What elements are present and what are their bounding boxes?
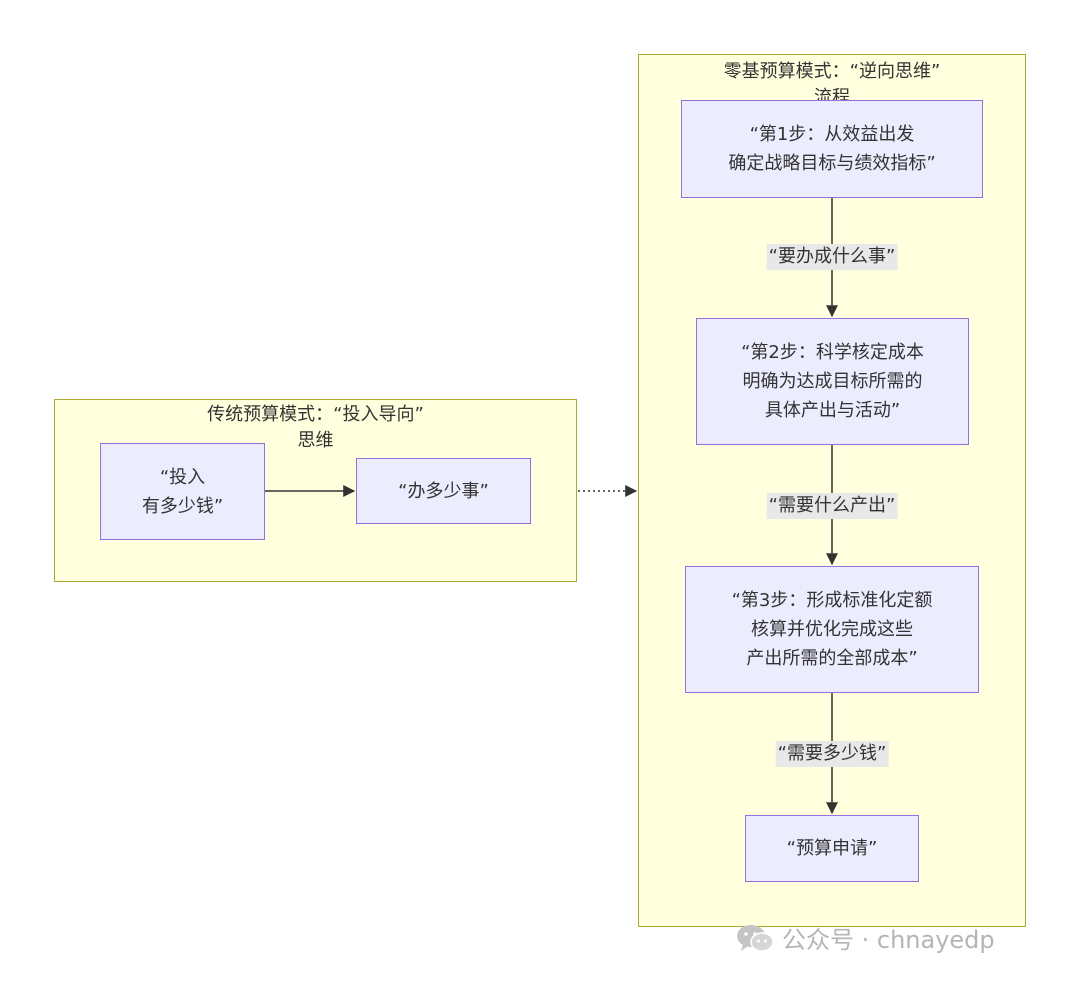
node-step2: “第2步：科学核定成本 明确为达成目标所需的 具体产出与活动” xyxy=(696,318,969,445)
node-do-things: “办多少事” xyxy=(356,458,531,524)
traditional-budget-cluster-title: 传统预算模式：“投入导向” 思维 xyxy=(207,404,424,451)
node-step1: “第1步：从效益出发 确定战略目标与绩效指标” xyxy=(681,100,983,198)
node-budget-request: “预算申请” xyxy=(745,815,919,882)
edge-label-what-output: “需要什么产出” xyxy=(766,493,898,519)
node-input-money: “投入 有多少钱” xyxy=(100,443,265,540)
watermark-text: 公众号 · chnayedp xyxy=(782,926,995,954)
wechat-icon xyxy=(737,924,774,952)
watermark: 公众号 · chnayedp xyxy=(736,920,995,955)
edge-label-how-much-money: “需要多少钱” xyxy=(775,741,889,767)
edge-label-what-to-do: “要办成什么事” xyxy=(766,244,898,270)
node-step3: “第3步：形成标准化定额 核算并优化完成这些 产出所需的全部成本” xyxy=(685,566,979,693)
